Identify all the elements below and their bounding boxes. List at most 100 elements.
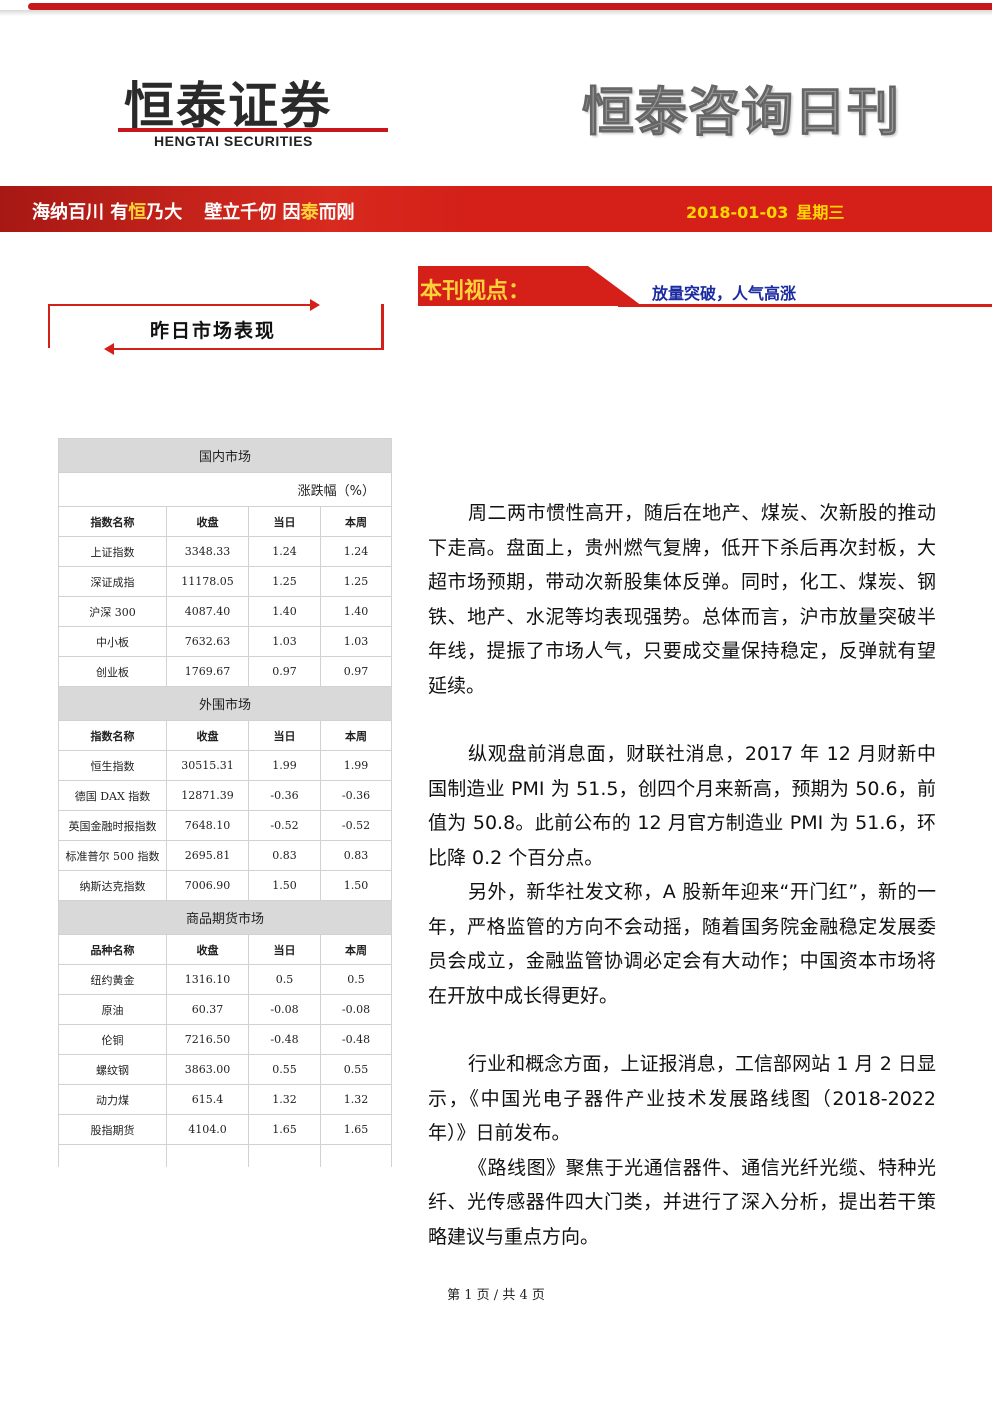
table-header-row: 指数名称收盘当日本周 <box>58 720 393 751</box>
name-cell: 螺纹钢 <box>58 1054 167 1085</box>
day-change-cell: 1.24 <box>248 536 321 567</box>
name-cell: 动力煤 <box>58 1084 167 1115</box>
viewpoint-label: 本刊视点： <box>420 279 531 304</box>
close-cell: 7006.90 <box>166 870 249 901</box>
article-paragraph: 另外，新华社发文称，A 股新年迎来“开门红”，新的一年，严格监管的方向不会动摇，… <box>428 881 936 1007</box>
slogan-part2-post: 而刚 <box>318 202 355 223</box>
week-change-cell: 1.65 <box>319 1114 393 1145</box>
slogan: 海纳百川 有恒乃大壁立千仞 因泰而刚 <box>32 198 355 224</box>
day-change-cell: 0.55 <box>248 1054 321 1085</box>
section-title: 外围市场 <box>57 686 393 721</box>
name-cell: 伦铜 <box>58 1024 167 1055</box>
column-header: 当日 <box>248 934 321 965</box>
top-stripe <box>0 0 992 16</box>
week-change-cell: 1.50 <box>319 870 393 901</box>
day-change-cell: 0.5 <box>248 964 321 995</box>
close-cell: 615.4 <box>166 1084 249 1115</box>
change-unit-label: 涨跌幅（%） <box>57 472 393 507</box>
close-cell: 12871.39 <box>166 780 249 811</box>
viewpoint-headline: 放量突破，人气高涨 <box>652 284 797 303</box>
week-change-cell: 0.97 <box>319 656 393 687</box>
close-cell: 2695.81 <box>166 840 249 871</box>
section-title: 国内市场 <box>57 438 393 473</box>
day-change-cell: -0.48 <box>248 1024 321 1055</box>
day-change-cell: 1.25 <box>248 566 321 597</box>
close-cell: 1769.67 <box>166 656 249 687</box>
close-cell: 3348.33 <box>166 536 249 567</box>
name-cell: 标准普尔 500 指数 <box>58 840 167 871</box>
week-change-cell: 0.5 <box>319 964 393 995</box>
week-change-cell: 1.99 <box>319 750 393 781</box>
close-cell: 4104.0 <box>166 1114 249 1145</box>
name-cell: 恒生指数 <box>58 750 167 781</box>
day-change-cell: 0.97 <box>248 656 321 687</box>
week-change-cell: 1.24 <box>319 536 393 567</box>
article-paragraph: 周二两市惯性高开，随后在地产、煤炭、次新股的推动下走高。盘面上，贵州燃气复牌，低… <box>428 502 936 697</box>
slogan-band-gradient <box>0 186 470 232</box>
day-change-cell: 1.03 <box>248 626 321 657</box>
week-change-cell: 0.83 <box>319 840 393 871</box>
week-change-cell: 1.32 <box>319 1084 393 1115</box>
name-cell: 纽约黄金 <box>58 964 167 995</box>
day-change-cell: -0.08 <box>248 994 321 1025</box>
close-cell: 11178.05 <box>166 566 249 597</box>
close-cell: 7216.50 <box>166 1024 249 1055</box>
name-cell: 上证指数 <box>58 536 167 567</box>
right-arrow-icon <box>310 299 320 311</box>
date-text: 2018-01-03 <box>686 203 789 222</box>
article-paragraph: 行业和概念方面，上证报消息，工信部网站 1 月 2 日显示，《中国光电子器件产业… <box>428 1053 936 1144</box>
slogan-band: 海纳百川 有恒乃大壁立千仞 因泰而刚 2018-01-03 星期三 <box>0 186 992 232</box>
close-cell: 60.37 <box>166 994 249 1025</box>
company-logo: 恒泰证券 HENGTAI SECURITIES <box>118 62 388 162</box>
name-cell: 纳斯达克指数 <box>58 870 167 901</box>
name-cell: 深证成指 <box>58 566 167 597</box>
table-header-row: 指数名称收盘当日本周 <box>58 506 393 537</box>
viewpoint-banner: 本刊视点： 放量突破，人气高涨 <box>418 264 992 308</box>
article-paragraph: 纵观盘前消息面，财联社消息，2017 年 12 月财新中国制造业 PMI 为 5… <box>428 743 936 869</box>
blank-cell <box>58 1144 167 1167</box>
publication-title: 恒泰咨询日刊 <box>581 83 901 144</box>
name-cell: 创业板 <box>58 656 167 687</box>
name-cell: 德国 DAX 指数 <box>58 780 167 811</box>
blank-cell <box>248 1144 321 1167</box>
article-paragraph: 《路线图》聚焦于光通信器件、通信光纤光缆、特种光纤、光传感器件四大门类，并进行了… <box>428 1156 936 1248</box>
close-cell: 4087.40 <box>166 596 249 627</box>
close-cell: 3863.00 <box>166 1054 249 1085</box>
name-cell: 英国金融时报指数 <box>58 810 167 841</box>
week-change-cell: 1.03 <box>319 626 393 657</box>
slogan-part1-post: 乃大 <box>146 202 183 223</box>
week-change-cell: 1.25 <box>319 566 393 597</box>
column-header: 指数名称 <box>58 720 167 751</box>
weekday-text: 星期三 <box>796 203 845 222</box>
column-header: 指数名称 <box>58 506 167 537</box>
close-cell: 30515.31 <box>166 750 249 781</box>
slogan-part1-hi: 恒 <box>128 202 147 223</box>
paragraph-gap <box>428 1013 936 1047</box>
week-change-cell: 0.55 <box>319 1054 393 1085</box>
close-cell: 7632.63 <box>166 626 249 657</box>
slogan-part2-pre: 壁立千仞 因 <box>204 202 301 223</box>
section-title: 商品期货市场 <box>57 900 393 935</box>
column-header: 本周 <box>319 506 393 537</box>
week-change-cell: -0.52 <box>319 810 393 841</box>
week-change-cell: 1.40 <box>319 596 393 627</box>
slogan-part2-hi: 泰 <box>300 202 319 223</box>
name-cell: 原油 <box>58 994 167 1025</box>
close-cell: 7648.10 <box>166 810 249 841</box>
section-header-row: 外围市场 <box>57 686 393 721</box>
page-number: 第 1 页 / 共 4 页 <box>447 1288 545 1303</box>
issue-date: 2018-01-03 星期三 <box>686 199 852 223</box>
section-header-row: 商品期货市场 <box>57 900 393 935</box>
